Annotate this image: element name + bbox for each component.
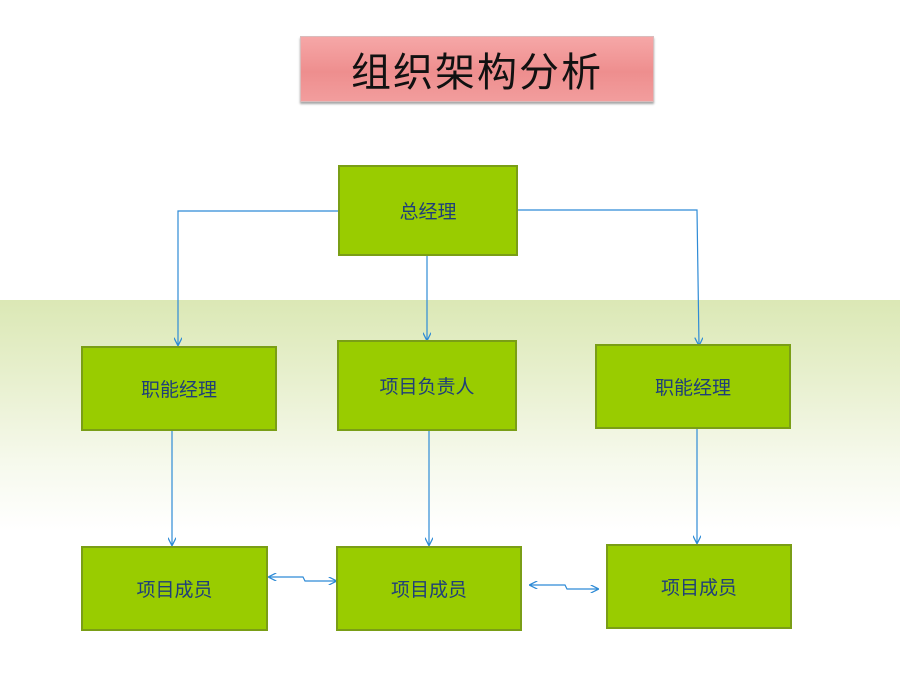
node-member-right-label: 项目成员 [660,577,737,599]
node-project-lead-label: 项目负责人 [379,376,475,398]
connector-center-right-members [530,585,598,589]
node-general-manager: 总经理 [338,165,518,256]
node-project-lead: 项目负责人 [337,340,517,431]
node-functional-manager-right: 职能经理 [595,344,791,429]
node-general-manager-label: 总经理 [399,201,457,223]
title-banner: 组织架构分析 [300,36,654,102]
node-member-center-label: 项目成员 [390,579,467,601]
connector-gm-to-left-manager [178,210,340,345]
node-functional-manager-left-label: 职能经理 [140,379,217,401]
node-member-left: 项目成员 [81,546,268,631]
node-member-left-label: 项目成员 [136,579,213,601]
connector-left-center-members [269,577,336,581]
connector-gm-to-right-manager [516,209,699,345]
node-member-right: 项目成员 [606,544,792,629]
node-member-center: 项目成员 [336,546,522,631]
page-title: 组织架构分析 [351,50,603,96]
node-functional-manager-right-label: 职能经理 [654,377,731,399]
node-functional-manager-left: 职能经理 [81,346,277,431]
